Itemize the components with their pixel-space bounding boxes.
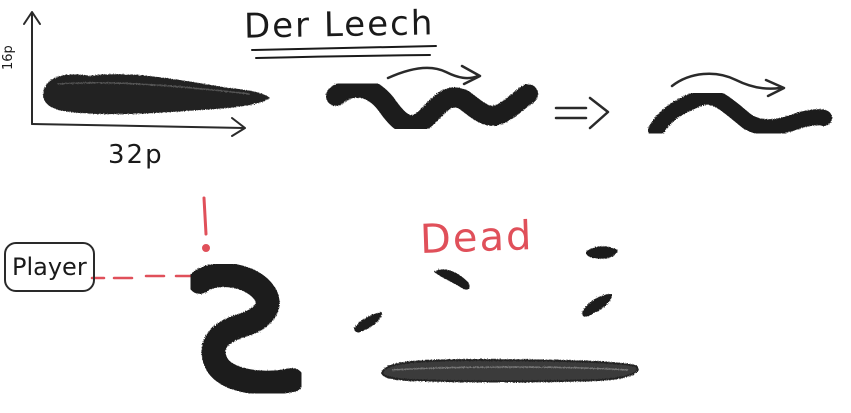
dead-leech-body <box>381 358 639 383</box>
leech-wave-long <box>326 77 538 135</box>
fragment-3 <box>354 312 382 333</box>
dead-leech-fragments <box>354 246 618 333</box>
leech-wave-short <box>648 88 832 138</box>
dead-label: Dead <box>419 213 535 263</box>
title-underline <box>251 45 437 59</box>
alert-icon <box>202 196 210 252</box>
motion-arrow-2 <box>670 72 786 98</box>
sight-line <box>90 274 192 280</box>
page-title: Der Leech <box>243 3 435 47</box>
transition-arrow <box>554 96 610 130</box>
dimension-axes <box>23 11 246 137</box>
leech-side-view <box>43 74 270 115</box>
fragment-2 <box>586 246 618 259</box>
fragment-4 <box>582 294 612 317</box>
fragment-1 <box>434 269 470 290</box>
width-dimension-label: 32p <box>108 140 164 170</box>
leech-attacking <box>188 263 304 395</box>
player-label: Player <box>4 242 95 292</box>
height-dimension-label: 16p <box>1 45 16 70</box>
motion-arrow-1 <box>386 64 482 86</box>
